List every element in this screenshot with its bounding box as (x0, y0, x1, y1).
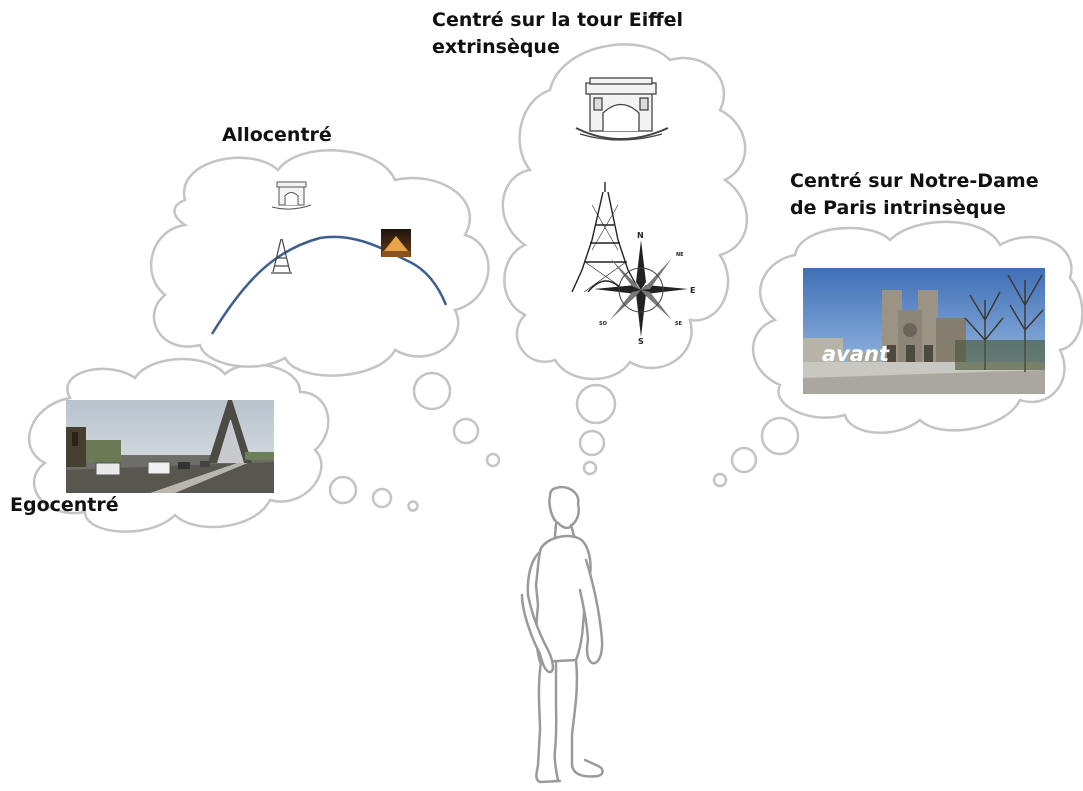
compass-s: S (638, 337, 644, 346)
allocentric-thought-bubbles (412, 371, 501, 468)
eiffel-thought-bubbles (575, 383, 617, 476)
notredame-label-line1: Centré sur Notre-Dame (790, 170, 1039, 192)
allocentric-label: Allocentré (222, 124, 332, 146)
eiffel-label-line2: extrinsèque (432, 36, 560, 58)
notredame-photo-label: avant (822, 342, 890, 366)
eiffel-tower-small-icon (271, 238, 292, 274)
compass-n: N (637, 231, 644, 240)
compass-labels: N E S NE SE SO (599, 231, 695, 346)
person-figure (520, 485, 604, 784)
egocentric-street-photo (66, 400, 274, 493)
egocentric-thought-bubbles (328, 475, 419, 512)
route-curve (210, 235, 448, 335)
louvre-pyramid-icon (381, 229, 411, 257)
compass-so: SO (599, 321, 607, 327)
notredame-thought-bubbles (712, 416, 800, 488)
arc-de-triomphe-icon (575, 77, 669, 141)
arc-de-triomphe-small-icon (271, 181, 312, 210)
notredame-label-line2: de Paris intrinsèque (790, 197, 1006, 219)
compass-e: E (690, 286, 695, 295)
compass-ne: NE (676, 252, 684, 258)
allocentric-thought-cloud (149, 149, 490, 377)
eiffel-label-line1: Centré sur la tour Eiffel (432, 9, 683, 31)
compass-rose-icon (594, 240, 688, 337)
egocentric-label: Egocentré (10, 494, 119, 516)
compass-se: SE (675, 321, 683, 327)
eiffel-thought-cloud (501, 43, 749, 381)
notredame-photo (803, 268, 1045, 394)
